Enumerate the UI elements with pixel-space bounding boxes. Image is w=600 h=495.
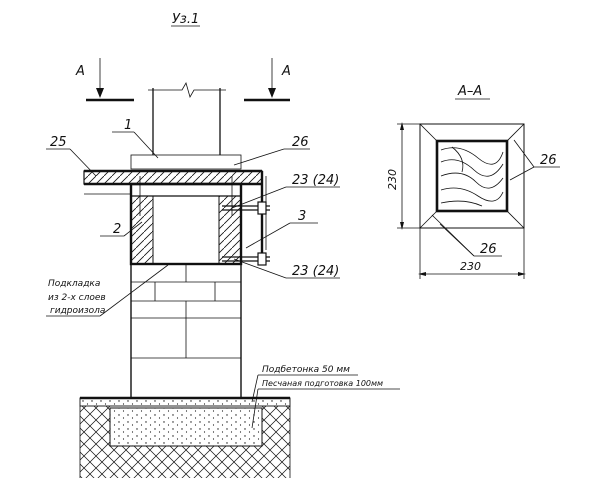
callout-25: 25 (46, 135, 97, 177)
callout-gasket: Подкладка из 2-х слоев гидроизола (46, 264, 169, 317)
brick-pier (130, 263, 242, 399)
svg-text:25: 25 (50, 135, 67, 150)
svg-text:23 (24): 23 (24) (292, 173, 339, 188)
svg-text:А: А (75, 64, 85, 79)
callout-23-upper: 23 (24) (231, 173, 340, 209)
callout-26-right: 26 (509, 139, 560, 181)
dimension-width: 230 (418, 228, 526, 279)
svg-text:26: 26 (540, 153, 557, 168)
svg-text:1: 1 (124, 118, 132, 133)
bolt-upper (222, 201, 270, 215)
svg-text:230: 230 (386, 169, 399, 190)
dimension-height: 230 (386, 122, 420, 230)
callout-2: 2 (100, 221, 143, 237)
drawing-title: Уз.1 (172, 12, 199, 27)
svg-text:26: 26 (480, 242, 497, 257)
svg-text:26: 26 (292, 135, 309, 150)
svg-text:3: 3 (298, 209, 306, 224)
callout-26-bottom: 26 (431, 214, 502, 257)
section-mark-right: А (244, 58, 291, 102)
column-element (148, 81, 226, 155)
section-mark-left: А (75, 58, 134, 102)
callout-base: Подбетонка 50 мм Песчаная подготовка 100… (251, 365, 400, 429)
svg-text:230: 230 (460, 260, 481, 273)
sill-block (129, 182, 243, 266)
svg-text:гидроизола: гидроизола (50, 306, 105, 316)
svg-text:А: А (281, 64, 291, 79)
svg-text:23 (24): 23 (24) (292, 264, 339, 279)
callout-3: 3 (245, 209, 318, 249)
callout-23-lower: 23 (24) (233, 258, 340, 279)
svg-text:из 2-х слоев: из 2-х слоев (48, 293, 106, 303)
top-pad (130, 154, 242, 170)
svg-text:Подкладка: Подкладка (48, 279, 100, 289)
bolt-lower (222, 252, 270, 266)
section-title: А–А (457, 84, 482, 99)
svg-text:Подбетонка 50 мм: Подбетонка 50 мм (262, 365, 350, 375)
section-aa-view (419, 123, 525, 229)
callout-1: 1 (112, 118, 159, 159)
svg-text:Песчаная подготовка 100мм: Песчаная подготовка 100мм (262, 379, 383, 388)
foundation-base (79, 396, 291, 478)
svg-text:2: 2 (113, 222, 121, 237)
bolts-slab (139, 176, 233, 216)
callout-26-top: 26 (233, 135, 310, 166)
